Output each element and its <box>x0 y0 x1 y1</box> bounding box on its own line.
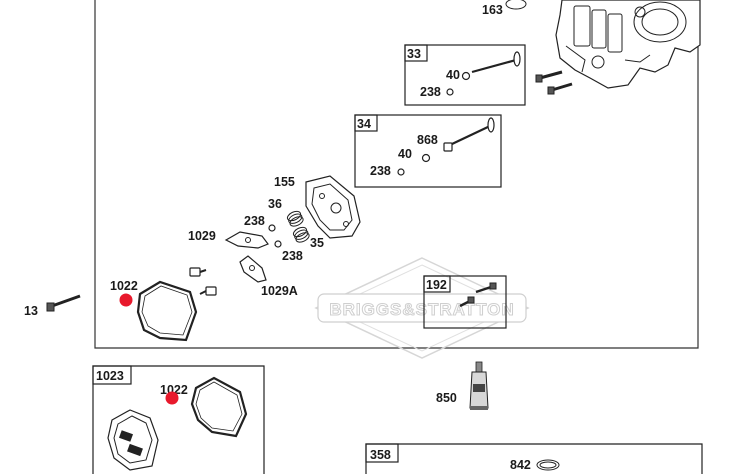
seal-238c <box>268 224 276 232</box>
label-238d: 238 <box>282 249 303 263</box>
kit-box-33: 33 40 238 <box>404 44 526 106</box>
o-ring-842 <box>536 459 560 471</box>
label-238a: 238 <box>420 85 441 99</box>
valve-33 <box>471 58 517 74</box>
kit-box-192: 192 <box>423 275 507 329</box>
label-40a: 40 <box>446 68 460 82</box>
label-358: 358 <box>370 448 391 462</box>
main-frame <box>94 0 699 349</box>
brand-watermark: BRIGGS&STRATTON <box>314 257 530 359</box>
rocker-arm-1029a <box>239 255 267 283</box>
label-36: 36 <box>268 197 282 211</box>
keeper-40b <box>421 153 431 163</box>
seal-238b <box>397 168 405 176</box>
watermark-text: BRIGGS&STRATTON <box>329 300 514 319</box>
valve-34 <box>451 125 491 145</box>
valve-cover <box>107 409 159 471</box>
label-1029: 1029 <box>188 229 216 243</box>
valve-springs <box>286 210 310 243</box>
label-1022-main: 1022 <box>110 279 138 293</box>
rocker-plate-155 <box>305 175 361 239</box>
label-40b: 40 <box>398 147 412 161</box>
bolt-13 <box>46 294 81 312</box>
kit-box-358: 358 <box>365 443 703 474</box>
cover-studs <box>189 267 217 296</box>
keeper-40a <box>461 71 471 81</box>
cylinder-head <box>555 0 701 89</box>
label-34: 34 <box>357 117 371 131</box>
o-ring-163 <box>505 0 527 10</box>
kit-box-34: 34 868 40 238 <box>354 114 502 188</box>
label-238c: 238 <box>244 214 265 228</box>
label-842: 842 <box>510 458 531 472</box>
label-155: 155 <box>274 175 295 189</box>
hotspot-marker-1022-kit[interactable] <box>165 391 179 405</box>
label-1029a: 1029A <box>261 284 298 298</box>
label-33: 33 <box>407 47 421 61</box>
label-13: 13 <box>24 304 38 318</box>
label-238b: 238 <box>370 164 391 178</box>
hotspot-marker-1022-main[interactable] <box>119 293 133 307</box>
head-studs <box>535 70 573 95</box>
rotator-868 <box>443 142 453 152</box>
label-1023: 1023 <box>96 369 124 383</box>
seal-238a <box>446 88 454 96</box>
valve-cover-gasket-1022 <box>136 280 198 342</box>
seal-238d <box>274 240 282 248</box>
sealant-tube-850 <box>469 361 489 410</box>
label-163: 163 <box>482 3 503 17</box>
rocker-arm-1029 <box>224 231 269 249</box>
kit-box-1023: 1023 <box>92 365 265 474</box>
label-850: 850 <box>436 391 457 405</box>
label-1022-kit: 1022 <box>160 383 188 397</box>
label-35: 35 <box>310 236 324 250</box>
label-868: 868 <box>417 133 438 147</box>
label-192: 192 <box>426 278 447 292</box>
gasket-in-kit <box>190 376 248 438</box>
